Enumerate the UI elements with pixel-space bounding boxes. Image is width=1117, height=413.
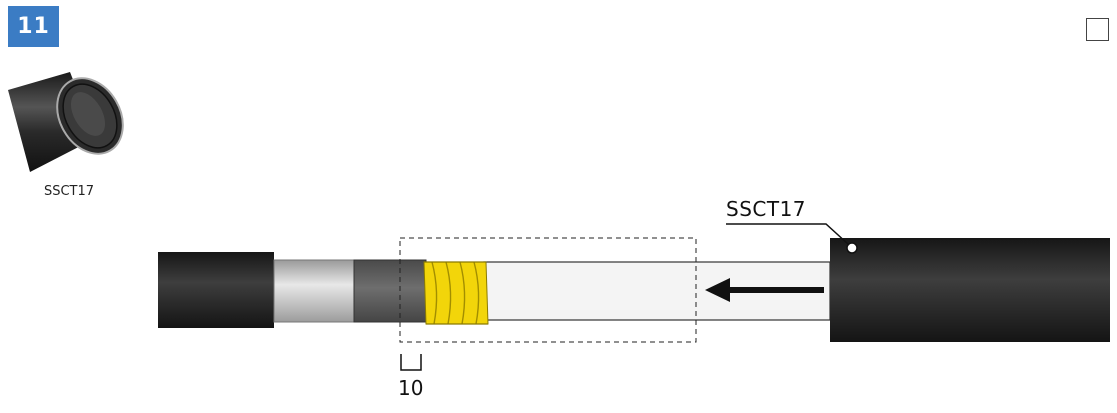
heat-shrink-tube-icon <box>8 72 124 172</box>
sleeve-label: SSCT17 <box>726 197 807 221</box>
step-number-badge: 11 <box>8 6 59 47</box>
target-zone-outline <box>399 237 697 343</box>
sleeve-callout-dot <box>846 242 858 254</box>
cable-shield <box>273 259 355 323</box>
yellow-tape-wrap <box>423 261 489 325</box>
cable-jacket <box>158 252 274 328</box>
thumbnail-label: SSCT17 <box>43 184 95 199</box>
dimension-label: 10 <box>398 376 424 400</box>
cable-insulation <box>353 259 427 323</box>
slide-direction-arrow-icon <box>705 278 824 302</box>
sleeve-callout-leader <box>726 223 849 245</box>
step-complete-checkbox[interactable] <box>1086 18 1109 41</box>
heat-shrink-sleeve <box>830 238 1110 342</box>
dimension-bracket <box>400 354 422 371</box>
